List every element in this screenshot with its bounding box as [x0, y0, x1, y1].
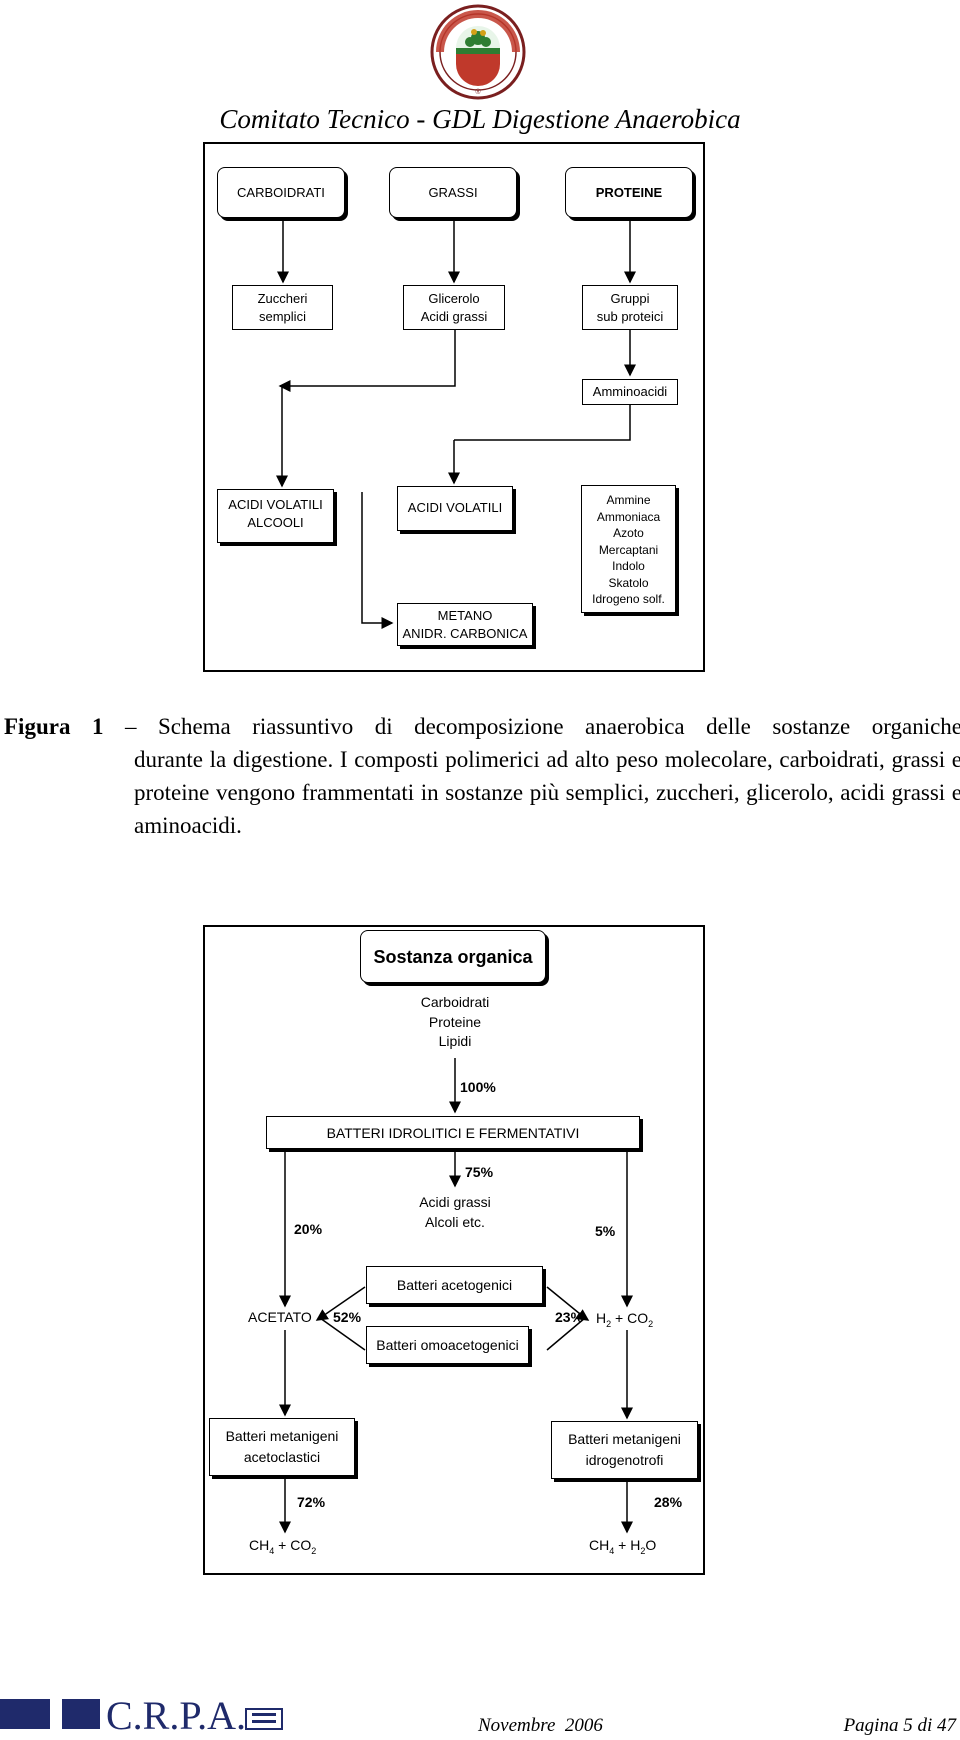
pct-100-label: 100% — [460, 1079, 496, 1095]
carboidrati-box: CARBOIDRATI — [217, 167, 345, 218]
acetato-label: ACETATO — [248, 1309, 312, 1325]
acidi-volatili-box: ACIDI VOLATILI — [397, 486, 513, 531]
metano-box: METANO ANIDR. CARBONICA — [397, 603, 533, 646]
batteri-acetogenici-box: Batteri acetogenici — [366, 1266, 543, 1304]
sostanza-organica-box: Sostanza organica — [360, 930, 546, 983]
batteri-idrogenotrofi-box: Batteri metanigeni idrogenotrofi — [551, 1421, 698, 1479]
footer-page-number: Pagina 5 di 47 — [843, 1715, 956, 1736]
h2-co2-label: H2 + CO2 — [596, 1310, 654, 1329]
diagram1-connectors — [276, 218, 636, 629]
diagram1-frame — [203, 142, 705, 672]
header-title: Comitato Tecnico - GDL Digestione Anaero… — [219, 104, 741, 134]
svg-text:®: ® — [475, 88, 481, 96]
acidi-grassi-label: Acidi grassi Alcoli etc. — [419, 1194, 491, 1230]
diagram2-connectors — [279, 1058, 633, 1534]
ch4-co2-label: CH4 + CO2 — [249, 1537, 317, 1556]
ch4-h2o-label: CH4 + H2O — [589, 1537, 657, 1556]
pct-23-label: 23% — [555, 1309, 584, 1325]
caption-label: Figura 1 — [4, 714, 104, 739]
figure-caption: Figura 1 – Schema riassuntivo di decompo… — [4, 710, 960, 842]
proteine-box: PROTEINE — [565, 167, 693, 218]
grassi-box: GRASSI — [389, 167, 517, 218]
crpa-logo: C.R.P.A. — [0, 1693, 300, 1738]
pct-28-label: 28% — [654, 1494, 683, 1510]
amminoacidi-box: Amminoacidi — [582, 379, 678, 405]
acidi-volatili-alcooli-box: ACIDI VOLATILI ALCOOLI — [217, 489, 334, 543]
pct-5-label: 5% — [595, 1223, 616, 1239]
footer-date: Novembre 2006 — [478, 1715, 603, 1736]
caption-first-line: Figura 1 – Schema riassuntivo di decompo… — [4, 710, 960, 743]
batteri-acetoclastici-box: Batteri metanigeni acetoclastici — [209, 1418, 355, 1476]
caption-line1: Schema riassuntivo di decomposizione ana… — [157, 714, 960, 739]
pct-75-label: 75% — [465, 1164, 494, 1180]
components-label: Carboidrati Proteine Lipidi — [420, 994, 490, 1049]
pct-20-label: 20% — [294, 1221, 323, 1237]
gruppi-box: Gruppi sub proteici — [582, 285, 678, 330]
ammine-box: Ammine Ammoniaca Azoto Mercaptani Indolo… — [581, 485, 676, 613]
batteri-omoacetogenici-box: Batteri omoacetogenici — [366, 1326, 529, 1364]
caption-dash: – — [124, 714, 137, 739]
diagram2-frame — [203, 925, 705, 1575]
pct-52-label: 52% — [333, 1309, 362, 1325]
svg-text:C.R.P.A.: C.R.P.A. — [106, 1695, 246, 1735]
consorzio-logo: ® — [430, 2, 526, 102]
caption-rest: durante la digestione. I composti polime… — [134, 747, 960, 838]
batteri-idrolitici-box: BATTERI IDROLITICI E FERMENTATIVI — [266, 1116, 640, 1149]
glicerolo-box: Glicerolo Acidi grassi — [403, 285, 505, 330]
zuccheri-box: Zuccheri semplici — [232, 285, 333, 330]
pct-72-label: 72% — [297, 1494, 326, 1510]
